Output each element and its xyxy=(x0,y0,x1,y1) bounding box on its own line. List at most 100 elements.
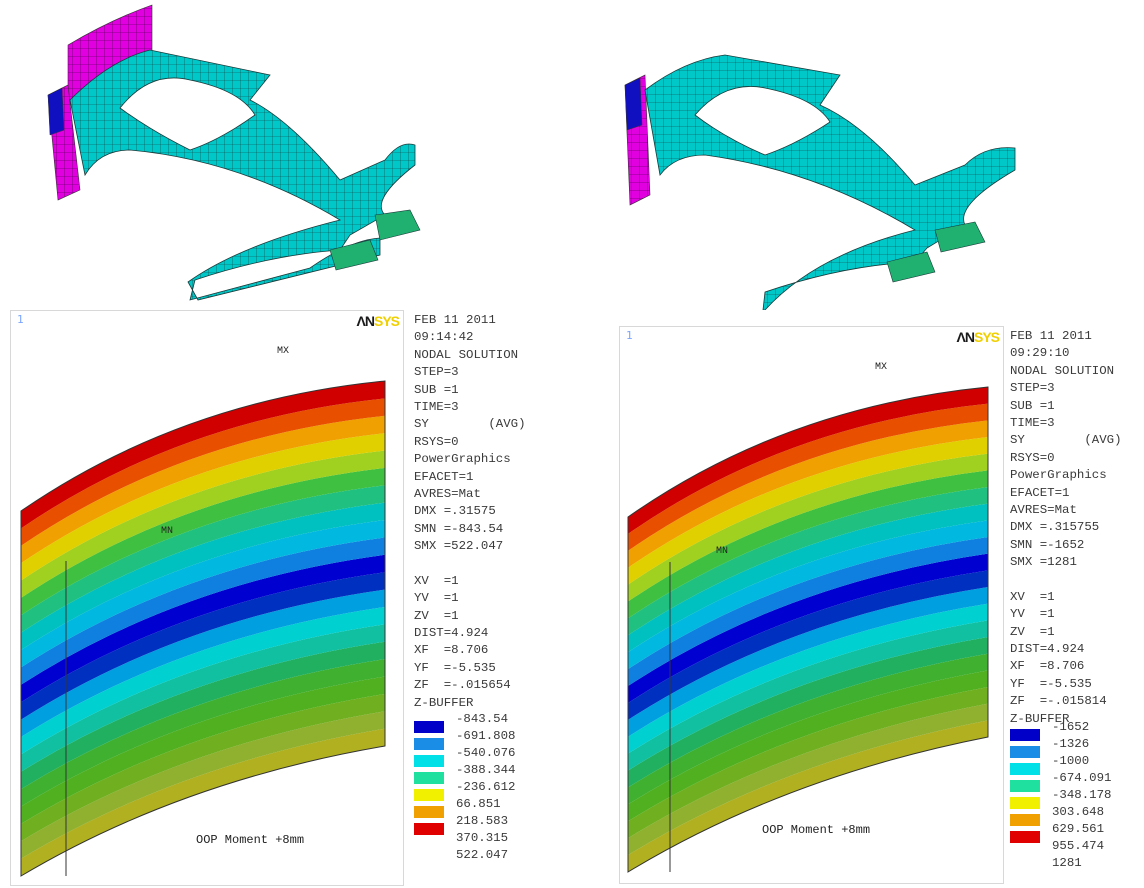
contour-band xyxy=(628,437,988,585)
info-line: AVRES=Mat xyxy=(414,486,481,501)
result-viewport-left: 1 ΛNSYS MX MN OOP Moment +8mm xyxy=(10,310,404,886)
info-line xyxy=(414,555,526,572)
legend-swatch xyxy=(414,772,444,784)
contour-band xyxy=(628,503,988,653)
info-line: DIST=4.924 xyxy=(414,626,489,641)
legend-swatch xyxy=(1010,797,1040,809)
info-line: RSYS=0 xyxy=(414,434,459,449)
contour-band xyxy=(628,453,988,602)
contour-plot-left: MX MN xyxy=(20,346,386,877)
info-line: FEB 11 2011 xyxy=(1010,329,1092,343)
contour-band xyxy=(628,553,988,703)
min-marker: MN xyxy=(716,546,728,557)
contour-band xyxy=(628,603,988,754)
info-line: TIME=3 xyxy=(414,399,459,414)
legend-swatch xyxy=(414,721,444,733)
legend-swatch xyxy=(1010,814,1040,826)
contour-band xyxy=(628,387,988,534)
info-line: YF =-5.535 xyxy=(1010,676,1092,691)
legend-value: 955.474 xyxy=(1052,839,1105,853)
info-line: 09:29:10 xyxy=(1010,346,1070,361)
contour-band xyxy=(628,537,988,687)
info-line: EFACET=1 xyxy=(1010,485,1070,500)
contour-band xyxy=(21,537,385,685)
info-line: EFACET=1 xyxy=(414,469,474,484)
contour-band xyxy=(21,415,385,564)
contour-band xyxy=(21,381,385,529)
window-number: 1 xyxy=(626,329,633,342)
solid-outline xyxy=(20,380,386,877)
contour-band xyxy=(628,470,988,619)
contour-band xyxy=(21,520,385,668)
info-line: PowerGraphics xyxy=(414,452,511,467)
legend-swatch xyxy=(1010,780,1040,792)
contour-band xyxy=(21,398,385,546)
legend-value: -236.612 xyxy=(456,780,516,794)
legend-swatch xyxy=(1010,729,1040,741)
contour-band xyxy=(21,728,385,876)
legend-value: 1281 xyxy=(1052,856,1082,870)
info-line: ZV =1 xyxy=(1010,624,1055,639)
result-viewport-right: 1 ΛNSYS MX MN OOP Moment +8mm xyxy=(619,326,1004,884)
plot-caption: OOP Moment +8mm xyxy=(196,833,305,847)
contour-band xyxy=(21,433,385,581)
window-number: 1 xyxy=(17,313,24,326)
legend-swatch xyxy=(1010,746,1040,758)
info-line: SUB =1 xyxy=(1010,398,1055,413)
info-line: YV =1 xyxy=(1010,607,1055,622)
legend-value: 218.583 xyxy=(456,814,509,828)
contour-band xyxy=(21,450,385,598)
legend-value: -540.076 xyxy=(456,746,516,760)
contour-band xyxy=(21,606,385,755)
legend-value: 370.315 xyxy=(456,831,509,845)
info-line: ZF =-.015814 xyxy=(1010,694,1107,709)
info-line: DMX =.315755 xyxy=(1010,520,1100,535)
contour-band xyxy=(21,467,385,616)
legend-value: 629.561 xyxy=(1052,822,1105,836)
legend-value: -348.178 xyxy=(1052,788,1112,802)
legend-swatch xyxy=(1010,763,1040,775)
mesh-model-left xyxy=(47,4,421,301)
info-line: PowerGraphics xyxy=(1010,468,1107,483)
info-line: SY (AVG) xyxy=(414,417,526,432)
info-line: SMX =522.047 xyxy=(414,539,504,554)
info-line: SMX =1281 xyxy=(1010,555,1077,570)
contour-band xyxy=(21,659,385,807)
min-marker: MN xyxy=(161,526,173,537)
legend-value: -1652 xyxy=(1052,720,1090,734)
info-line: ZV =1 xyxy=(414,608,459,623)
info-line: NODAL SOLUTION xyxy=(1010,363,1115,378)
info-line: YV =1 xyxy=(414,591,459,606)
contour-band xyxy=(21,485,385,633)
legend-swatch xyxy=(414,806,444,818)
contour-band xyxy=(628,403,988,551)
max-marker: MX xyxy=(277,346,289,357)
contour-band xyxy=(628,487,988,636)
ansys-logo: ΛNSYS xyxy=(956,329,1000,345)
legend-value: -674.091 xyxy=(1052,771,1112,785)
frame-body-right xyxy=(644,54,1016,310)
info-line: FEB 11 2011 xyxy=(414,313,496,327)
info-line: XF =8.706 xyxy=(414,643,489,658)
legend-value: -843.54 xyxy=(456,712,509,726)
contour-band xyxy=(628,653,988,805)
plot-caption: OOP Moment +8mm xyxy=(762,823,871,837)
contour-band xyxy=(628,520,988,670)
contour-band xyxy=(628,703,988,856)
max-marker: MX xyxy=(875,362,887,373)
contour-band xyxy=(628,720,988,872)
info-line: AVRES=Mat xyxy=(1010,502,1077,517)
mesh-model-right xyxy=(624,54,1016,310)
contour-band xyxy=(21,572,385,720)
contour-band xyxy=(628,637,988,788)
info-line: YF =-5.535 xyxy=(414,660,496,675)
info-line: XV =1 xyxy=(414,573,459,588)
ansys-logo: ΛNSYS xyxy=(356,313,400,329)
info-line: SUB =1 xyxy=(414,382,459,397)
legend-value: -1326 xyxy=(1052,737,1090,751)
legend-swatch xyxy=(414,755,444,767)
contour-band xyxy=(21,589,385,737)
info-line: Z-BUFFER xyxy=(414,695,474,710)
contour-band xyxy=(628,670,988,822)
